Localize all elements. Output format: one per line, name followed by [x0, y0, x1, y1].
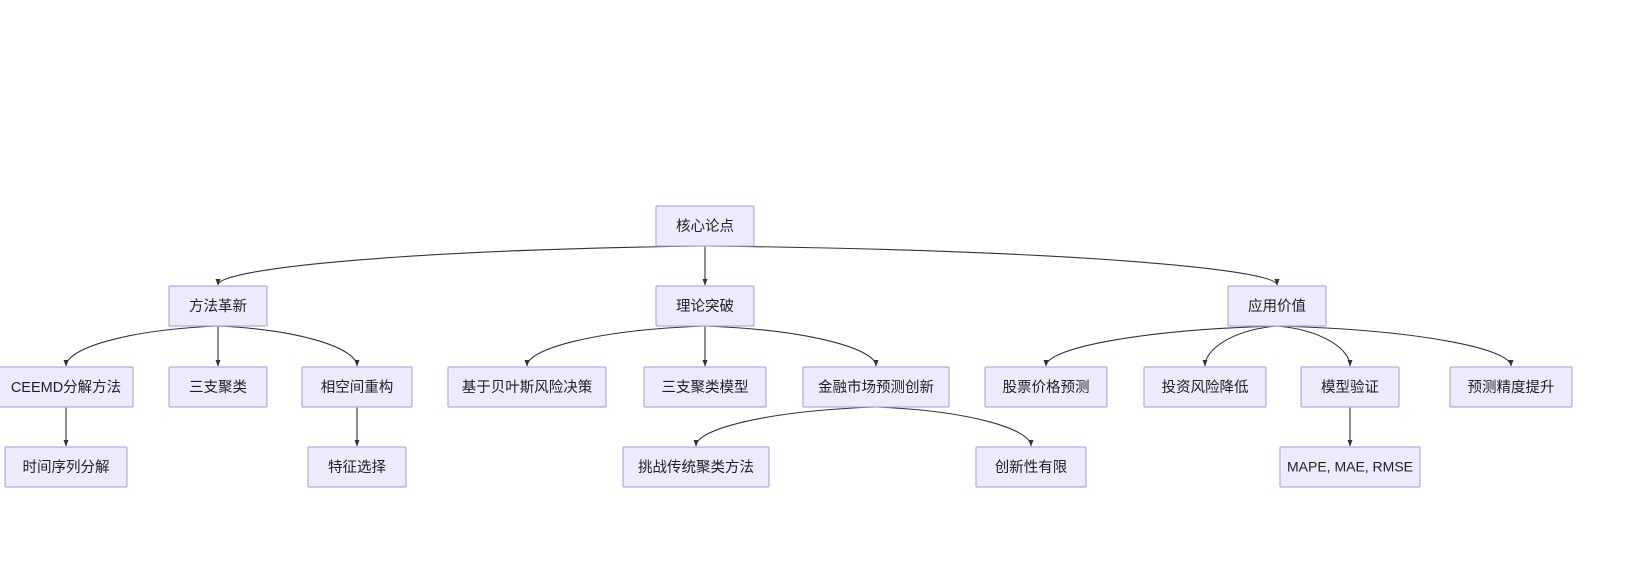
node-box-l1b[interactable]	[655, 285, 755, 327]
node-box-l1a[interactable]	[168, 285, 268, 327]
node-l2j[interactable]: 预测精度提升	[1449, 366, 1573, 408]
node-box-l2a[interactable]	[0, 366, 134, 408]
node-box-l2j[interactable]	[1449, 366, 1573, 408]
edge-l1b-to-l2d	[524, 325, 706, 367]
node-l3e[interactable]: MAPE, MAE, RMSE	[1279, 446, 1421, 488]
node-l2b[interactable]: 三支聚类	[168, 366, 268, 408]
edge-root-to-l1c	[704, 245, 1280, 286]
node-l1c[interactable]: 应用价值	[1227, 285, 1327, 327]
node-box-l3c[interactable]	[622, 446, 770, 488]
node-l2e[interactable]: 三支聚类模型	[643, 366, 767, 408]
edge-root-to-l1a	[215, 245, 706, 286]
node-l3b[interactable]: 特征选择	[307, 446, 407, 488]
edge-l2f-to-l3d	[875, 406, 1034, 447]
node-l3a[interactable]: 时间序列分解	[4, 446, 128, 488]
edge-l1c-to-l2j	[1276, 325, 1514, 367]
node-l1a[interactable]: 方法革新	[168, 285, 268, 327]
node-l2i[interactable]: 模型验证	[1300, 366, 1400, 408]
edge-l1b-to-l2f	[704, 325, 879, 367]
edge-l1c-to-l2g	[1043, 325, 1278, 367]
edge-layer	[63, 245, 1514, 447]
node-box-l3a[interactable]	[4, 446, 128, 488]
node-box-l2g[interactable]	[984, 366, 1108, 408]
edge-l2f-to-l3c	[693, 406, 877, 447]
node-l2g[interactable]: 股票价格预测	[984, 366, 1108, 408]
node-box-l2e[interactable]	[643, 366, 767, 408]
node-box-l1c[interactable]	[1227, 285, 1327, 327]
node-box-l3b[interactable]	[307, 446, 407, 488]
edge-l1a-to-l2c	[217, 325, 360, 367]
edge-l1c-to-l2h	[1202, 325, 1278, 367]
node-box-l3e[interactable]	[1279, 446, 1421, 488]
node-box-l3d[interactable]	[975, 446, 1087, 488]
node-box-l2c[interactable]	[301, 366, 413, 408]
node-box-root[interactable]	[655, 205, 755, 247]
edge-l1c-to-l2i	[1276, 325, 1353, 367]
edge-l1a-to-l2a	[63, 325, 219, 367]
node-l2a[interactable]: CEEMD分解方法	[0, 366, 134, 408]
node-l2c[interactable]: 相空间重构	[301, 366, 413, 408]
node-root[interactable]: 核心论点	[655, 205, 755, 247]
node-box-l2b[interactable]	[168, 366, 268, 408]
node-layer: 核心论点方法革新 理论突破 应用价值 CEEMD分解方法三支聚类相空间重构基于贝叶斯风…	[0, 205, 1573, 488]
node-l3d[interactable]: 创新性有限	[975, 446, 1087, 488]
node-l3c[interactable]: 挑战传统聚类方法	[622, 446, 770, 488]
node-box-l2f[interactable]	[802, 366, 950, 408]
node-l1b[interactable]: 理论突破	[655, 285, 755, 327]
node-l2f[interactable]: 金融市场预测创新	[802, 366, 950, 408]
node-l2h[interactable]: 投资风险降低	[1143, 366, 1267, 408]
node-l2d[interactable]: 基于贝叶斯风险决策	[447, 366, 607, 408]
node-box-l2d[interactable]	[447, 366, 607, 408]
node-box-l2i[interactable]	[1300, 366, 1400, 408]
node-box-l2h[interactable]	[1143, 366, 1267, 408]
